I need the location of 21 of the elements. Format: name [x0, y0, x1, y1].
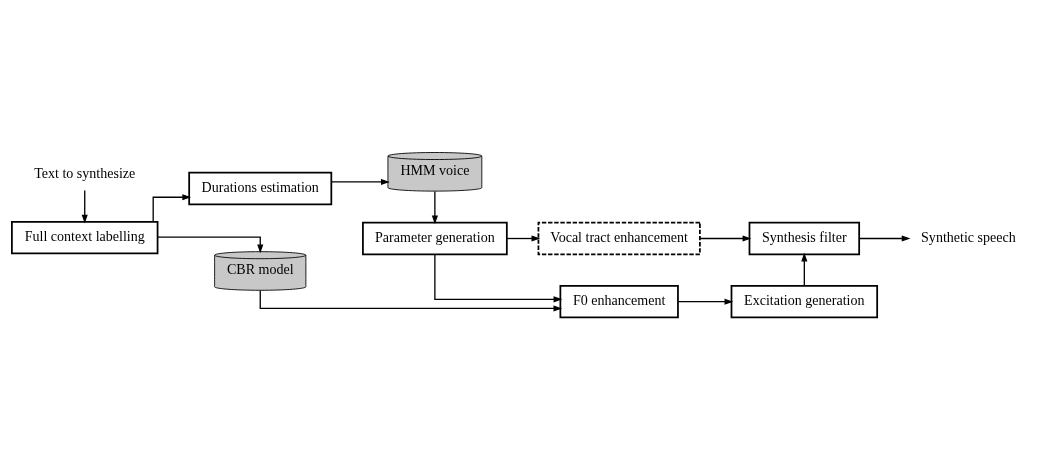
- arrow: [259, 289, 563, 311]
- node-box: Synthesis filter: [748, 221, 861, 255]
- node-box: Excitation generation: [730, 284, 879, 318]
- node-box: Vocal tract enhancement: [537, 221, 701, 255]
- arrow: [506, 234, 541, 242]
- arrow: [330, 178, 390, 185]
- node-box: Durations estimation: [188, 171, 333, 205]
- arrow: [431, 190, 438, 224]
- node-box: Full context labelling: [11, 220, 159, 254]
- node-text: Synthetic speech: [921, 228, 1016, 245]
- arrow: [677, 298, 734, 305]
- arrow: [801, 252, 808, 286]
- node-box: Parameter generation: [362, 221, 508, 255]
- node-box: F0 enhancement: [559, 284, 679, 318]
- arrow: [699, 234, 752, 242]
- node-text: Text to synthesize: [34, 164, 136, 181]
- arrow: [81, 189, 88, 223]
- arrow: [434, 253, 563, 302]
- arrow: [152, 193, 192, 222]
- arrow: [157, 236, 264, 253]
- arrow: [858, 234, 911, 242]
